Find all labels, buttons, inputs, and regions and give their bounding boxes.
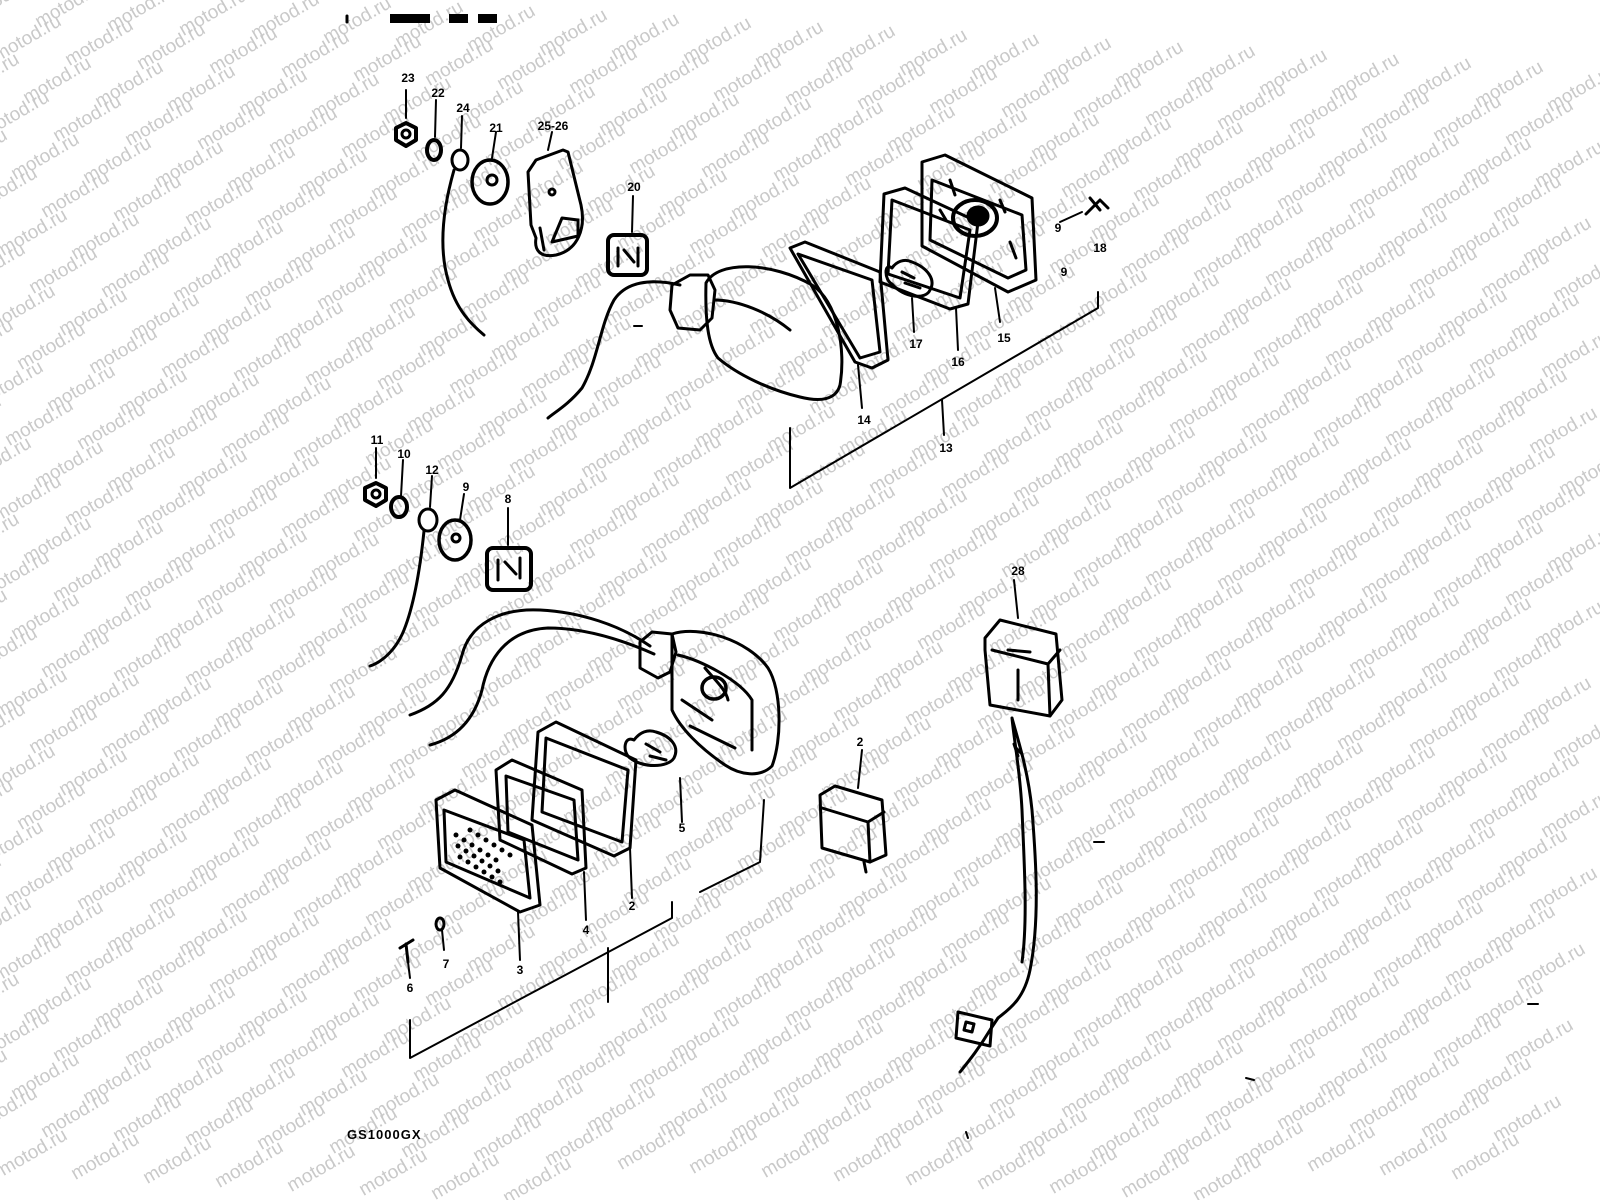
part-28-flasher-relay: [954, 618, 1064, 1074]
callout-17: 17: [909, 337, 923, 351]
callout-2: 2: [629, 899, 636, 913]
upper-leader-lines: [405, 89, 1099, 489]
callout-21: 21: [489, 121, 503, 135]
part-17-bulb: [884, 258, 934, 298]
callout-8: 8: [505, 492, 512, 506]
part-25-26-bracket: [526, 148, 584, 258]
callout-10: 10: [397, 447, 411, 461]
front-signal-wire: [546, 280, 682, 420]
callout-13: 13: [939, 441, 953, 455]
part-15-lens: [920, 153, 1038, 294]
part-9-washer: [437, 518, 473, 562]
part-11-nut: [363, 481, 388, 508]
callout-9-upper-b: 9: [1061, 265, 1068, 279]
callout-23: 23: [401, 71, 415, 85]
callout-14: 14: [857, 413, 871, 427]
header-marks: [345, 14, 497, 24]
part-27-relay: [818, 784, 888, 874]
lower-leader-lines: [375, 447, 1019, 1059]
callout-11: 11: [371, 433, 384, 447]
model-label: GS1000GX: [347, 1127, 422, 1142]
part-12-ground-wire: [368, 507, 439, 668]
part-22-washer: [425, 138, 443, 162]
callout-3: 3: [517, 963, 524, 977]
part-7-washer: [434, 916, 446, 932]
callout-5: 5: [679, 821, 686, 835]
part-5-bulb: [623, 729, 678, 767]
callout-15: 15: [997, 331, 1011, 345]
part-1-housing: [638, 629, 781, 776]
part-3-lens: [434, 788, 542, 914]
callout-28: 28: [1011, 564, 1025, 578]
callout-16: 16: [951, 355, 965, 369]
part-8-rubber-cover: [485, 546, 533, 592]
callout-25-26: 25-26: [538, 119, 569, 133]
callout-7: 7: [443, 957, 450, 971]
part-14-lens-housing: [668, 265, 844, 401]
callout-22: 22: [431, 86, 445, 100]
callout-labels: 23 22 24 21 25-26 20 9 18 9 17 15 16 14 …: [371, 71, 1107, 995]
part-20-rubber-cover: [606, 233, 649, 277]
rear-signal-wires: [408, 608, 656, 747]
part-18-screw: [1084, 196, 1110, 216]
part-21-washer: [470, 158, 510, 206]
part-24-ground-wire: [441, 148, 486, 337]
part-16-gasket: [878, 186, 980, 311]
part-14-gasket: [788, 240, 890, 370]
callout-6: 6: [407, 981, 414, 995]
callout-24: 24: [456, 101, 470, 115]
part-10-washer: [389, 495, 409, 519]
callout-18: 18: [1093, 241, 1107, 255]
part-6-screw: [398, 938, 415, 964]
stray-marks: [633, 325, 1539, 1139]
callout-20: 20: [627, 180, 641, 194]
callout-2-relay: 2: [857, 735, 864, 749]
callout-9-upper: 9: [1055, 221, 1062, 235]
callout-4: 4: [583, 923, 590, 937]
callout-12: 12: [425, 463, 439, 477]
part-23-nut: [394, 121, 418, 148]
callout-9-lower: 9: [463, 480, 470, 494]
